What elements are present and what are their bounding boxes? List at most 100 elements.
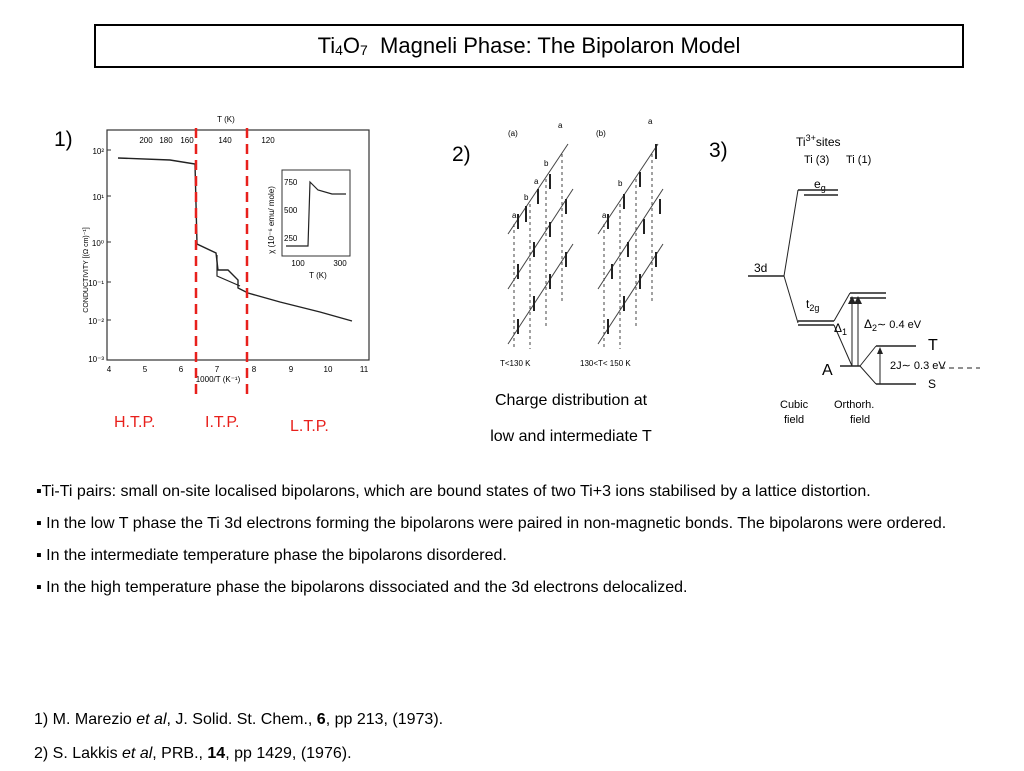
ref1-journal: , J. Solid. St. Chem., xyxy=(166,711,317,728)
site-label: a xyxy=(602,211,607,220)
y-tick: 10⁰ xyxy=(92,239,104,248)
ref2-authors: 2) S. Lakkis xyxy=(34,745,123,762)
lattice-b-pairs xyxy=(607,144,661,334)
reference-1: 1) M. Marezio et al, J. Solid. St. Chem.… xyxy=(34,703,443,737)
references: 1) M. Marezio et al, J. Solid. St. Chem.… xyxy=(34,703,443,771)
delta1-label: Δ1 xyxy=(834,321,847,337)
3d-label: 3d xyxy=(754,261,767,275)
a-label: A xyxy=(822,362,833,379)
caption-line-1: Charge distribution at xyxy=(494,392,648,409)
y-tick: 10² xyxy=(92,147,104,156)
plot-frame xyxy=(106,129,370,361)
ref1-pages: , pp 213, (1973). xyxy=(325,711,444,728)
bullet-item: ▪ In the low T phase the Ti 3d electrons… xyxy=(36,515,947,532)
bottom-tick: 11 xyxy=(360,365,369,374)
phase-itp-label: I.T.P. xyxy=(205,414,240,431)
ref2-journal: , PRB., xyxy=(152,745,208,762)
inset-ylabel: χ (10⁻⁶ emu/ mole) xyxy=(267,186,276,254)
cubic-label-1: Cubic xyxy=(780,399,809,411)
panel-1-label: 1) xyxy=(54,128,73,151)
ti3-label: Ti (3) xyxy=(804,154,829,166)
ref1-etal: et al xyxy=(136,711,167,728)
site-label: a xyxy=(534,177,539,186)
bottom-tick: 10 xyxy=(324,365,333,374)
top-tick: 160 xyxy=(180,136,194,145)
y-tick: 10⁻¹ xyxy=(88,279,104,288)
phase-ltp-label: L.T.P. xyxy=(290,418,329,435)
cubic-label-2: field xyxy=(784,414,804,426)
y-tick: 10⁻³ xyxy=(88,355,104,364)
ref2-pages: , pp 1429, (1976). xyxy=(225,745,352,762)
t-label: T xyxy=(928,337,938,354)
ref2-etal: et al xyxy=(122,745,153,762)
bottom-tick: 7 xyxy=(215,365,220,374)
bullet-item: ▪Ti-Ti pairs: small on-site localised bi… xyxy=(36,483,871,500)
top-axis-label: T (K) xyxy=(217,115,235,124)
site-label: a xyxy=(512,211,517,220)
sites-title: Ti3+sites xyxy=(796,133,841,149)
title-sub-7: 7 xyxy=(360,42,368,58)
site-label: a xyxy=(648,117,653,126)
eg-label: eg xyxy=(814,177,826,193)
ref2-volume: 14 xyxy=(207,745,226,762)
charge-distribution-figure: (a) (b) a b a b a a b xyxy=(500,117,664,368)
phase-htp-label: H.T.P. xyxy=(114,414,156,431)
susceptibility-curve xyxy=(286,180,346,247)
bottom-tick: 8 xyxy=(252,365,257,374)
inset-frame xyxy=(281,169,351,257)
site-label: a xyxy=(558,121,563,130)
fig2-caption: Charge distribution at low and intermedi… xyxy=(460,383,682,455)
subfig-b-label: (b) xyxy=(596,129,606,138)
energy-level-figure: Ti3+sites Ti (3) Ti (1) eg 3d t2g Δ1 Δ2∼… xyxy=(748,133,980,426)
bottom-tick: 5 xyxy=(143,365,148,374)
lattice-b xyxy=(597,143,664,349)
top-tick: 140 xyxy=(218,136,232,145)
inset-ytick: 750 xyxy=(284,178,298,187)
y-tick: 10¹ xyxy=(92,193,104,202)
inset-ytick: 250 xyxy=(284,234,298,243)
top-tick: 180 xyxy=(159,136,173,145)
s-label: S xyxy=(928,377,936,391)
top-tick: 200 xyxy=(139,136,153,145)
bullet-item: ▪ In the intermediate temperature phase … xyxy=(36,547,507,564)
y-axis-label: CONDUCTIVITY [(Ω cm)⁻¹] xyxy=(83,227,90,312)
caption-a: T<130 K xyxy=(500,359,531,368)
x-axis-label: 1000/T (K⁻¹) xyxy=(196,375,241,384)
title-sub-4: 4 xyxy=(335,42,343,58)
ti1-label: Ti (1) xyxy=(846,154,871,166)
panel-2-label: 2) xyxy=(452,143,471,166)
ref1-authors: 1) M. Marezio xyxy=(34,711,137,728)
bullet-item: ▪ In the high temperature phase the bipo… xyxy=(36,579,688,596)
subfig-a-label: (a) xyxy=(508,129,518,138)
site-label: b xyxy=(618,179,623,188)
delta2-label: Δ2∼ 0.4 eV xyxy=(864,317,922,333)
bottom-tick: 9 xyxy=(289,365,294,374)
title-rest: Magneli Phase: The Bipolaron Model xyxy=(367,33,741,58)
site-label: b xyxy=(544,159,549,168)
site-label: b xyxy=(524,193,529,202)
bottom-tick: 4 xyxy=(107,365,112,374)
conductivity-curve-lower xyxy=(216,255,241,287)
j-label: 2J∼ 0.3 eV xyxy=(890,360,946,372)
ref1-volume: 6 xyxy=(316,711,326,728)
title-ti: Ti xyxy=(317,33,336,58)
caption-b: 130<T< 150 K xyxy=(580,359,631,368)
t2g-label: t2g xyxy=(806,297,819,313)
lattice-a xyxy=(507,143,574,349)
top-tick: 120 xyxy=(261,136,275,145)
bottom-tick: 6 xyxy=(179,365,184,374)
conductivity-figure: T (K) 200 180 160 140 120 4 5 6 7 8 9 10… xyxy=(83,115,370,400)
title-o: O xyxy=(342,33,361,58)
ortho-label-2: field xyxy=(850,414,870,426)
lattice-a-pairs xyxy=(517,174,567,334)
y-tick: 10⁻² xyxy=(88,317,104,326)
bullet-list: ▪Ti-Ti pairs: small on-site localised bi… xyxy=(36,480,996,608)
panel-3-label: 3) xyxy=(709,139,728,162)
ortho-label-1: Orthorh. xyxy=(834,399,874,411)
caption-line-2: low and intermediate T xyxy=(490,428,652,445)
inset-ytick: 500 xyxy=(284,206,298,215)
inset-xtick: 300 xyxy=(333,259,347,268)
inset-xlabel: T (K) xyxy=(309,271,327,280)
inset-xtick: 100 xyxy=(291,259,305,268)
